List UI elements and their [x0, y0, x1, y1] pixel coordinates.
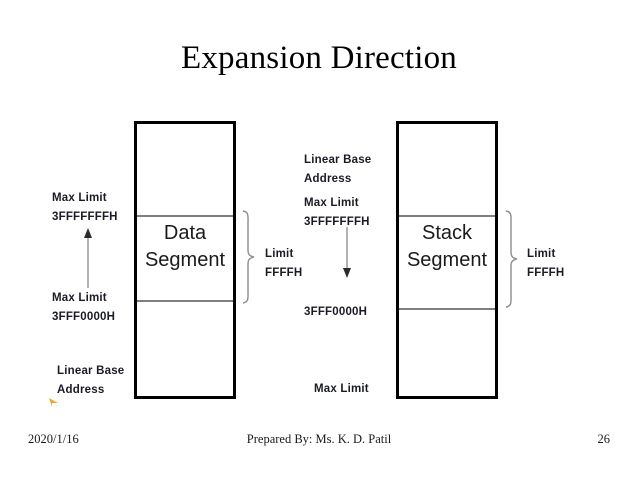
expansion-up-arrow	[78, 228, 98, 295]
stack-segment-limit-line1: Limit	[527, 248, 556, 260]
middle-address-label: 3FFF0000H	[304, 306, 368, 318]
footer-date: 2020/1/16	[28, 432, 79, 446]
middle-bottom-max-limit-label: Max Limit	[314, 383, 369, 395]
stack-segment-label-line1: Stack	[421, 222, 473, 244]
stack-segment-divider-top	[399, 215, 495, 217]
stack-segment-label: Stack Segment	[396, 220, 498, 274]
data-segment-divider-bottom	[137, 300, 233, 302]
middle-linear-base-line2: Address	[304, 172, 352, 185]
stack-segment-divider-bottom	[399, 308, 495, 310]
middle-linear-base-address-label: Linear Base Address	[304, 151, 371, 188]
data-segment-limit-line2: FFFFH	[265, 266, 303, 279]
data-segment-label-line2: Segment	[144, 249, 226, 271]
stack-segment-label-line2: Segment	[406, 249, 488, 271]
left-max-limit-lower-label: Max Limit 3FFF0000H	[52, 289, 115, 326]
left-max-limit-upper-line2: 3FFFFFFFH	[52, 210, 118, 223]
data-segment-label-line1: Data	[163, 222, 207, 244]
left-linear-base-address-label: Linear Base Address	[57, 362, 124, 399]
page-title: Expansion Direction	[181, 40, 457, 76]
data-segment-label: Data Segment	[134, 220, 236, 274]
left-max-limit-lower-line1: Max Limit	[52, 292, 107, 304]
left-max-limit-upper-line1: Max Limit	[52, 192, 107, 204]
expansion-down-arrow	[337, 226, 357, 285]
stack-segment-limit-label: Limit FFFFH	[527, 245, 564, 282]
left-max-limit-upper-label: Max Limit 3FFFFFFFH	[52, 189, 118, 226]
middle-max-limit-line2: 3FFFFFFFH	[304, 215, 370, 228]
data-segment-limit-line1: Limit	[265, 248, 294, 260]
footer-prepared-by: Prepared By: Ms. K. D. Patil	[246, 432, 392, 446]
middle-max-limit-line1: Max Limit	[304, 197, 359, 209]
stack-segment-limit-brace	[503, 210, 519, 313]
pointer-mark-icon	[48, 396, 60, 414]
stack-segment-box	[396, 121, 498, 399]
stack-segment-limit-line2: FFFFH	[527, 266, 565, 279]
slide-footer: 2020/1/16 Prepared By: Ms. K. D. Patil 2…	[0, 432, 638, 454]
left-linear-base-line2: Address	[57, 383, 105, 396]
middle-max-limit-label: Max Limit 3FFFFFFFH	[304, 194, 370, 231]
data-segment-divider-top	[137, 215, 233, 217]
left-linear-base-line1: Linear Base	[57, 365, 125, 377]
footer-page-number: 26	[597, 432, 611, 446]
left-max-limit-lower-line2: 3FFF0000H	[52, 310, 116, 323]
data-segment-limit-brace	[240, 210, 256, 309]
middle-linear-base-line1: Linear Base	[304, 154, 372, 166]
data-segment-limit-label: Limit FFFFH	[265, 245, 302, 282]
data-segment-box	[134, 121, 236, 399]
